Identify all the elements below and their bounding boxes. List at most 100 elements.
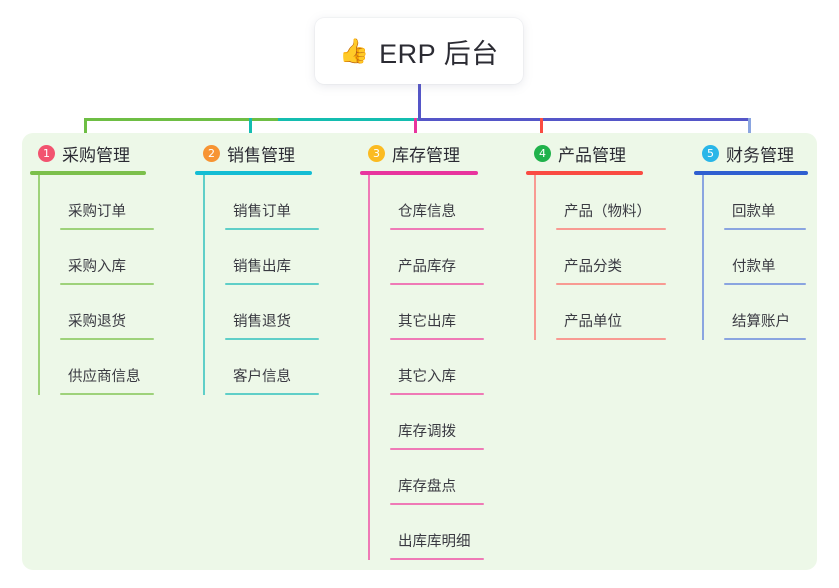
list-item[interactable]: 库存调拨 — [390, 395, 484, 450]
list-item-rule — [390, 557, 484, 560]
list-item[interactable]: 其它出库 — [390, 285, 484, 340]
list-item-rule — [225, 337, 319, 340]
root-stem-line — [418, 84, 421, 120]
column-items-2: 销售订单销售出库销售退货客户信息 — [203, 174, 319, 395]
column-rule-5 — [694, 171, 808, 175]
list-item-label: 采购订单 — [68, 203, 126, 220]
list-item-rule — [60, 392, 154, 395]
root-node-erp-backend[interactable]: 👍 ERP 后台 — [315, 18, 523, 84]
list-item-rule — [225, 392, 319, 395]
list-item[interactable]: 销售订单 — [225, 175, 319, 230]
column-items-1: 采购订单采购入库采购退货供应商信息 — [38, 174, 154, 395]
list-item-label: 产品（物料） — [564, 203, 651, 220]
list-item[interactable]: 库存盘点 — [390, 450, 484, 505]
list-item-rule — [60, 337, 154, 340]
column-stem-2 — [249, 118, 252, 141]
list-item-rule — [556, 282, 666, 285]
list-item-label: 销售出库 — [233, 258, 291, 275]
list-item[interactable]: 采购入库 — [60, 230, 154, 285]
list-item-rule — [390, 447, 484, 450]
list-item-rule — [390, 227, 484, 230]
list-item-label: 产品单位 — [564, 313, 622, 330]
list-item[interactable]: 采购退货 — [60, 285, 154, 340]
column-stem-3 — [414, 118, 417, 141]
column-header-5[interactable]: 5 财务管理 — [694, 140, 808, 166]
list-item[interactable]: 客户信息 — [225, 340, 319, 395]
column-spine-5 — [702, 174, 704, 340]
column-spine-3 — [368, 174, 370, 560]
list-item[interactable]: 销售出库 — [225, 230, 319, 285]
list-item-label: 结算账户 — [732, 313, 790, 330]
column-items-5: 回款单付款单结算账户 — [702, 174, 808, 340]
list-item-label: 其它入库 — [398, 368, 456, 385]
column-title-3: 库存管理 — [392, 145, 460, 165]
list-item-label: 库存调拨 — [398, 423, 456, 440]
list-item-rule — [556, 227, 666, 230]
list-item[interactable]: 产品分类 — [556, 230, 666, 285]
list-item[interactable]: 仓库信息 — [390, 175, 484, 230]
list-item-rule — [390, 282, 484, 285]
list-item-rule — [225, 227, 319, 230]
column-badge-1: 1 — [38, 144, 55, 162]
list-item[interactable]: 结算账户 — [724, 285, 808, 340]
thumbs-up-icon: 👍 — [339, 37, 370, 65]
list-item[interactable]: 产品库存 — [390, 230, 484, 285]
diagram-panel — [22, 133, 817, 570]
column-rule-2 — [195, 171, 312, 175]
list-item-rule — [556, 337, 666, 340]
root-node-title: ERP 后台 — [379, 38, 499, 69]
list-item[interactable]: 产品（物料） — [556, 175, 666, 230]
list-item-label: 销售退货 — [233, 313, 291, 330]
list-item-rule — [390, 337, 484, 340]
list-item-label: 仓库信息 — [398, 203, 456, 220]
list-item-label: 采购入库 — [68, 258, 126, 275]
column-5: 5 财务管理回款单付款单结算账户 — [694, 140, 808, 340]
column-items-3: 仓库信息产品库存其它出库其它入库库存调拨库存盘点出库库明细 — [368, 174, 484, 560]
column-badge-5: 5 — [702, 144, 719, 162]
column-title-5: 财务管理 — [726, 145, 794, 165]
column-title-2: 销售管理 — [227, 145, 295, 165]
column-rule-4 — [526, 171, 643, 175]
list-item-rule — [724, 282, 806, 285]
list-item[interactable]: 其它入库 — [390, 340, 484, 395]
column-header-3[interactable]: 3 库存管理 — [360, 140, 478, 166]
list-item-label: 产品库存 — [398, 258, 456, 275]
column-badge-3: 3 — [368, 144, 385, 162]
list-item[interactable]: 采购订单 — [60, 175, 154, 230]
list-item[interactable]: 回款单 — [724, 175, 808, 230]
list-item[interactable]: 付款单 — [724, 230, 808, 285]
list-item-label: 采购退货 — [68, 313, 126, 330]
column-header-2[interactable]: 2 销售管理 — [195, 140, 312, 166]
list-item[interactable]: 产品单位 — [556, 285, 666, 340]
list-item-label: 其它出库 — [398, 313, 456, 330]
list-item-rule — [60, 282, 154, 285]
list-item[interactable]: 销售退货 — [225, 285, 319, 340]
column-stem-5 — [748, 118, 751, 141]
column-title-1: 采购管理 — [62, 145, 130, 165]
list-item-rule — [390, 392, 484, 395]
column-title-4: 产品管理 — [558, 145, 626, 165]
column-spine-2 — [203, 174, 205, 395]
list-item-label: 客户信息 — [233, 368, 291, 385]
column-items-4: 产品（物料） 产品分类产品单位 — [534, 174, 666, 340]
list-item[interactable]: 出库库明细 — [390, 505, 484, 560]
bus-segment-blue — [418, 118, 751, 121]
bus-segment-teal — [278, 118, 418, 121]
column-spine-4 — [534, 174, 536, 340]
list-item-label: 回款单 — [732, 203, 776, 220]
column-rule-1 — [30, 171, 146, 175]
list-item[interactable]: 供应商信息 — [60, 340, 154, 395]
column-badge-2: 2 — [203, 144, 220, 162]
list-item-rule — [724, 337, 806, 340]
list-item-label: 销售订单 — [233, 203, 291, 220]
column-2: 2 销售管理销售订单销售出库销售退货客户信息 — [195, 140, 319, 395]
list-item-label: 付款单 — [732, 258, 776, 275]
column-3: 3 库存管理仓库信息产品库存其它出库其它入库库存调拨库存盘点出库库明细 — [360, 140, 484, 560]
column-rule-3 — [360, 171, 478, 175]
column-1: 1 采购管理采购订单采购入库采购退货供应商信息 — [30, 140, 154, 395]
list-item-label: 库存盘点 — [398, 478, 456, 495]
column-header-1[interactable]: 1 采购管理 — [30, 140, 146, 166]
list-item-label: 产品分类 — [564, 258, 622, 275]
